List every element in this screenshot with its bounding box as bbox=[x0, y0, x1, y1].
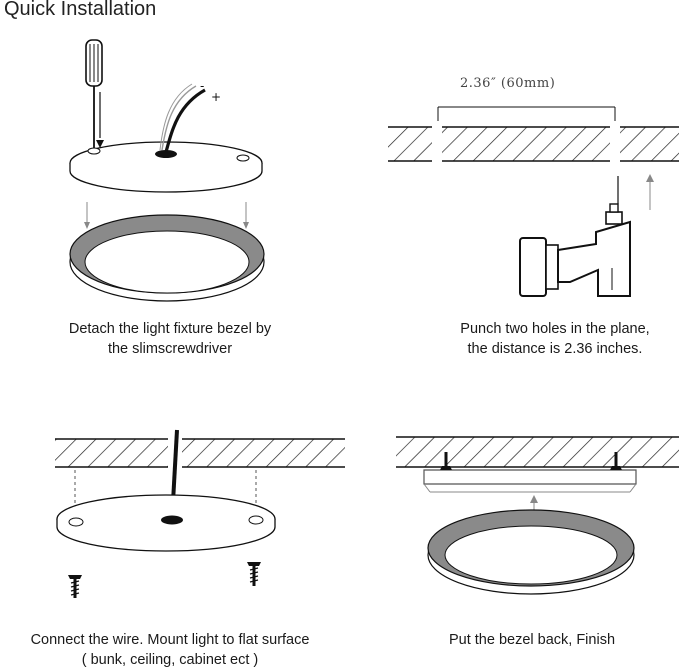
bezel-ring bbox=[427, 509, 635, 595]
drill-icon bbox=[519, 203, 631, 297]
wire-plus-label: + bbox=[211, 90, 221, 104]
step4-caption: Put the bezel back, Finish bbox=[382, 630, 679, 650]
step2-caption: Punch two holes in the plane, the distan… bbox=[405, 319, 679, 359]
dimension-label: 2.36″ (60mm) bbox=[460, 76, 556, 91]
step1-illustration: - + bbox=[69, 39, 265, 302]
caption-line: Connect the wire. Mount light to flat su… bbox=[30, 632, 310, 648]
page-title: Quick Installation bbox=[4, 0, 157, 20]
step4-illustration bbox=[396, 436, 679, 595]
caption-line: the slimscrewdriver bbox=[107, 341, 233, 357]
caption-line: Detach the light fixture bezel by bbox=[68, 321, 272, 337]
step3-illustration bbox=[55, 429, 345, 598]
step1-caption: Detach the light fixture bezel by the sl… bbox=[20, 319, 320, 359]
caption-line: the distance is 2.36 inches. bbox=[467, 341, 643, 357]
screw-icon bbox=[68, 575, 82, 598]
step3-caption: Connect the wire. Mount light to flat su… bbox=[0, 630, 340, 670]
wire-minus-label: - bbox=[200, 79, 204, 93]
caption-line: Punch two holes in the plane, bbox=[460, 321, 650, 337]
caption-line: Put the bezel back, Finish bbox=[448, 632, 616, 648]
bezel-ring bbox=[69, 214, 265, 302]
step2-illustration bbox=[388, 106, 679, 297]
screwdriver-icon bbox=[85, 39, 104, 150]
screw-icon bbox=[247, 562, 261, 586]
caption-line: ( bunk, ceiling, cabinet ect ) bbox=[81, 652, 259, 668]
